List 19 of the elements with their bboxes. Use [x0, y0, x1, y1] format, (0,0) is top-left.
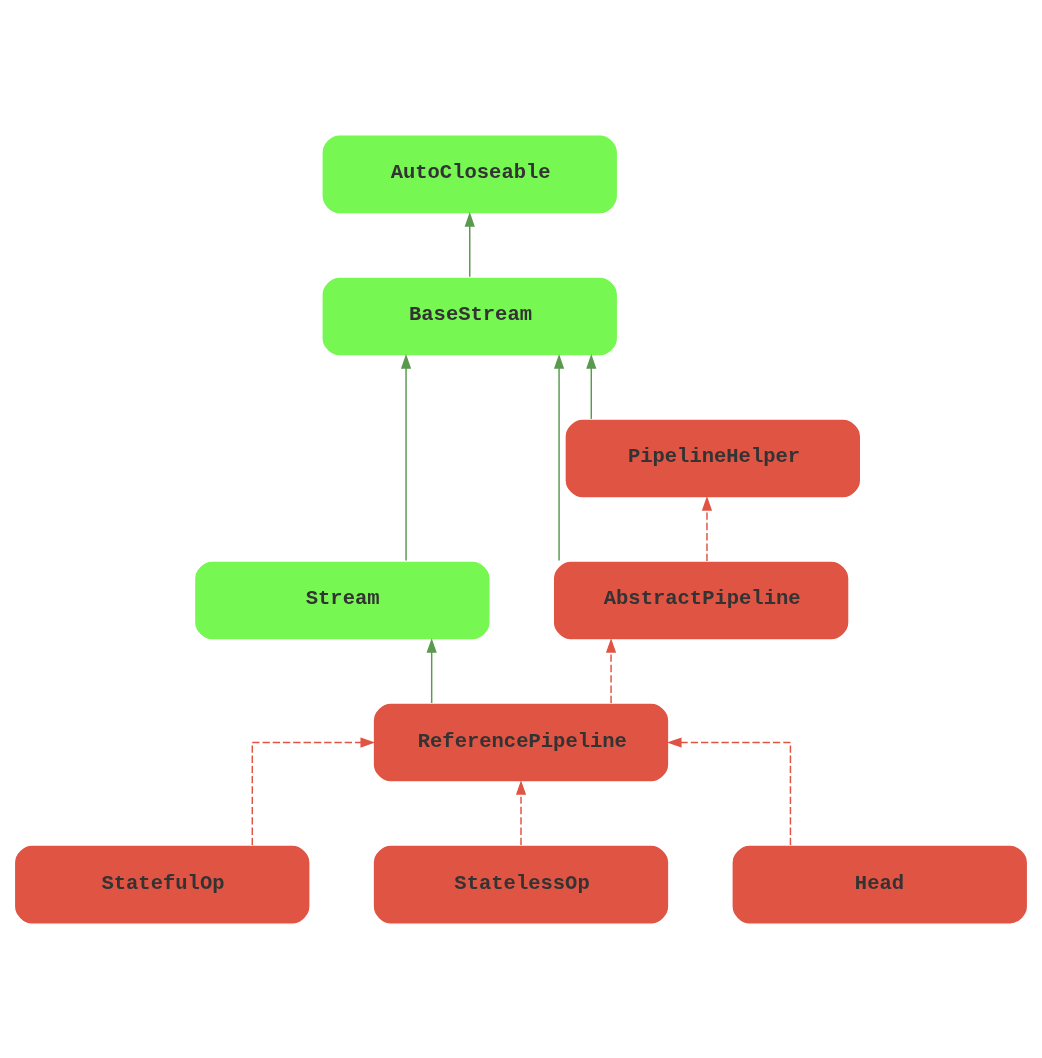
arrow — [553, 353, 565, 561]
arrow — [426, 637, 437, 704]
arrow — [251, 736, 376, 846]
arrow — [666, 736, 792, 846]
arrow — [586, 353, 597, 420]
node-box: StatefulOp — [13, 843, 311, 925]
node-box: Head — [731, 843, 1029, 925]
arrow — [605, 637, 617, 704]
node-box: BaseStream — [321, 275, 619, 357]
arrow — [464, 211, 475, 278]
arrow — [515, 779, 527, 846]
arrow — [400, 353, 412, 561]
node-box: AbstractPipeline — [552, 559, 850, 641]
node-box: StatelessOp — [372, 843, 670, 925]
node-box: PipelineHelper — [564, 417, 862, 499]
node-box: Stream — [193, 559, 491, 641]
node-box: ReferencePipeline — [372, 701, 670, 783]
arrow — [701, 495, 713, 562]
node-box: AutoCloseable — [321, 133, 619, 215]
